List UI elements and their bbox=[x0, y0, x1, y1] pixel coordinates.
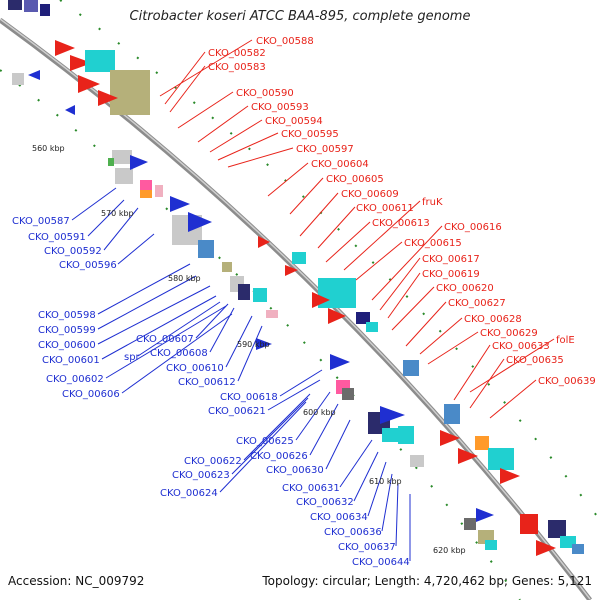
gene-label: CKO_00605 bbox=[326, 174, 384, 185]
chromosome-backbone-highlight bbox=[0, 18, 591, 600]
feature-blocks-lower bbox=[330, 354, 520, 484]
gene-label: CKO_00621 bbox=[208, 406, 266, 417]
gene-label: CKO_00593 bbox=[251, 102, 309, 113]
gene-label: CKO_00599 bbox=[38, 325, 96, 336]
gene-label: CKO_00629 bbox=[480, 328, 538, 339]
genome-summary-text: Topology: circular; Length: 4,720,462 bp… bbox=[262, 574, 592, 588]
gene-label: CKO_00587 bbox=[12, 216, 70, 227]
gene-label: CKO_00594 bbox=[265, 116, 323, 127]
feature-blocks-centre bbox=[222, 236, 378, 350]
gene-label: CKO_00606 bbox=[62, 389, 120, 400]
feature-blocks-bottom bbox=[464, 508, 584, 556]
gene-label: CKO_00625 bbox=[236, 436, 294, 447]
gene-label: CKO_00598 bbox=[38, 310, 96, 321]
gene-label: CKO_00616 bbox=[444, 222, 502, 233]
gene-label: CKO_00628 bbox=[464, 314, 522, 325]
gene-label: CKO_00612 bbox=[178, 377, 236, 388]
gene-label: CKO_00635 bbox=[506, 355, 564, 366]
scale-tick-label: 580 kbp bbox=[168, 274, 201, 283]
gene-label: CKO_00636 bbox=[324, 527, 382, 538]
feature-blocks-middle-left bbox=[108, 150, 214, 258]
gene-label: CKO_00604 bbox=[311, 159, 369, 170]
blue-gene-labels: CKO_00587 CKO_00591 CKO_00592 CKO_00596 … bbox=[12, 216, 410, 568]
gene-label: CKO_00630 bbox=[266, 465, 324, 476]
gene-label: CKO_00637 bbox=[338, 542, 396, 553]
gene-label: CKO_00582 bbox=[208, 48, 266, 59]
feature-blocks-top bbox=[8, 0, 150, 115]
gene-label: CKO_00631 bbox=[282, 483, 340, 494]
gene-label: CKO_00613 bbox=[372, 218, 430, 229]
gene-label: CKO_00600 bbox=[38, 340, 96, 351]
gene-label: CKO_00610 bbox=[166, 363, 224, 374]
gene-label: CKO_00634 bbox=[310, 512, 368, 523]
gene-label: CKO_00602 bbox=[46, 374, 104, 385]
gene-label: CKO_00623 bbox=[172, 470, 230, 481]
gene-label: spr bbox=[124, 352, 141, 363]
scale-tick-label: 600 kbp bbox=[303, 408, 336, 417]
gene-label: CKO_00596 bbox=[59, 260, 117, 271]
gene-label: CKO_00597 bbox=[296, 144, 354, 155]
gene-label: CKO_00591 bbox=[28, 232, 86, 243]
gene-label: fruK bbox=[422, 197, 443, 208]
gene-label: CKO_00592 bbox=[44, 246, 102, 257]
blue-leader-lines bbox=[71, 187, 411, 561]
gene-label: CKO_00632 bbox=[296, 497, 354, 508]
accession-text: Accession: NC_009792 bbox=[8, 574, 145, 588]
gene-label: CKO_00588 bbox=[256, 36, 314, 47]
red-gene-labels: CKO_00588 CKO_00582 CKO_00583 CKO_00590 … bbox=[208, 36, 596, 387]
gene-label: CKO_00601 bbox=[42, 355, 100, 366]
gene-label: CKO_00615 bbox=[404, 238, 462, 249]
scale-tick-label: 590 kbp bbox=[237, 340, 270, 349]
scale-tick-label: 570 kbp bbox=[101, 209, 134, 218]
gene-label: CKO_00590 bbox=[236, 88, 294, 99]
map-title: Citrobacter koseri ATCC BAA-895, complet… bbox=[129, 9, 471, 24]
gene-label: CKO_00619 bbox=[422, 269, 480, 280]
gene-label: CKO_00624 bbox=[160, 488, 218, 499]
gene-label: CKO_00583 bbox=[208, 62, 266, 73]
gene-label: CKO_00622 bbox=[184, 456, 242, 467]
gene-label: CKO_00608 bbox=[150, 348, 208, 359]
scale-tick-label: 610 kbp bbox=[369, 477, 402, 486]
scale-dotted-line-outer bbox=[59, 0, 600, 521]
gene-label: CKO_00639 bbox=[538, 376, 596, 387]
gene-label: CKO_00618 bbox=[220, 392, 278, 403]
red-leader-lines bbox=[159, 39, 555, 419]
scale-tick-label: 560 kbp bbox=[32, 144, 65, 153]
gene-label: CKO_00607 bbox=[136, 334, 194, 345]
gene-label: CKO_00609 bbox=[341, 189, 399, 200]
gene-label: CKO_00644 bbox=[352, 557, 410, 568]
scale-tick-labels: 560 kbp 570 kbp 580 kbp 590 kbp 600 kbp … bbox=[32, 144, 466, 555]
gene-label: CKO_00627 bbox=[448, 298, 506, 309]
gene-label: folE bbox=[556, 335, 575, 346]
scale-tick-label: 620 kbp bbox=[433, 546, 466, 555]
gene-label: CKO_00617 bbox=[422, 254, 480, 265]
gene-label: CKO_00633 bbox=[492, 341, 550, 352]
gene-label: CKO_00611 bbox=[356, 203, 414, 214]
gene-label: CKO_00620 bbox=[436, 283, 494, 294]
gene-label: CKO_00595 bbox=[281, 129, 339, 140]
gene-label: CKO_00626 bbox=[250, 451, 308, 462]
